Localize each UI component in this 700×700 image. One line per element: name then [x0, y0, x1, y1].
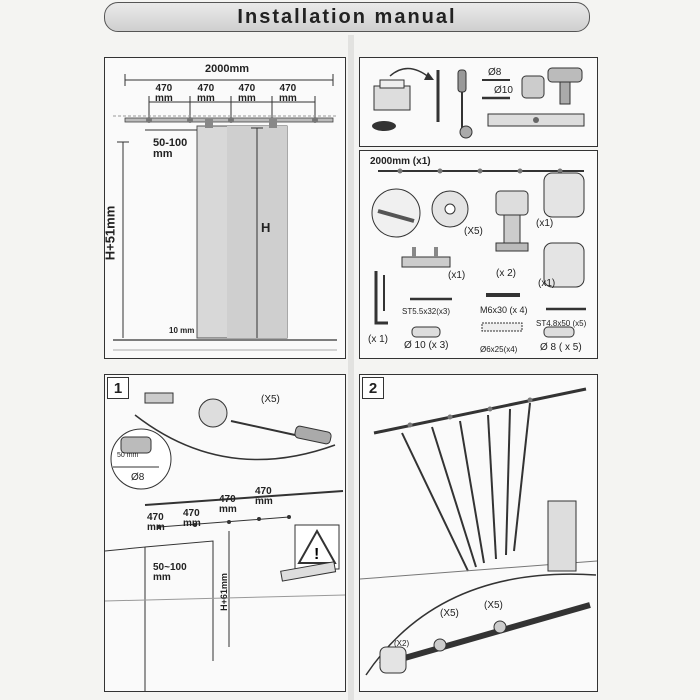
manual-title: Installation manual — [237, 5, 457, 28]
drill-bit-10-label: Ø10 — [494, 85, 513, 96]
panel-dimensions: 2000mm 470 mm 470 mm 470 mm 470 mm 50-10… — [102, 57, 346, 359]
step1-segment-4: 470 mm — [255, 486, 273, 507]
step1-segment-2: 470 mm — [183, 508, 201, 529]
step2-diagram — [360, 387, 597, 676]
floor-gap-label: 10 mm — [169, 326, 195, 335]
step-number-2: 2 — [362, 377, 384, 399]
step1-height: H+61mm — [218, 573, 229, 611]
parts-qty-hanger: (x 2) — [496, 268, 516, 279]
dimension-diagram — [113, 74, 337, 351]
step1-gap: 50~100 mm — [153, 562, 187, 583]
parts-washer-10: Ø 10 (x 3) — [404, 340, 449, 351]
screwdriver-icon — [457, 69, 467, 128]
panel-step-2: 2 (X5) (X5) (X2) — [359, 374, 598, 692]
parts-screw-m6: M6x30 (x 4) — [480, 305, 528, 315]
parts-qty-stopper-bottom: (x1) — [538, 278, 556, 289]
parts-rail-label: 2000mm (x1) — [370, 156, 431, 167]
height-door-label: H — [261, 220, 271, 235]
svg-text:!: ! — [314, 546, 319, 563]
total-width-label: 2000mm — [205, 63, 250, 75]
parts-qty-stopper-top: (x1) — [536, 218, 554, 229]
step-number-1: 1 — [107, 377, 129, 399]
parts-qty-disc: (X5) — [464, 226, 483, 237]
segment-label-1: 470 mm — [155, 83, 173, 104]
tools-diagram — [372, 67, 585, 139]
parts-qty-allen: (x 1) — [368, 334, 388, 345]
parts-screw-st55: ST5.5x32(x3) — [402, 307, 451, 316]
segment-label-3: 470 mm — [238, 83, 256, 104]
manual-title-banner: Installation manual — [104, 2, 590, 32]
warning-icon: ! — [294, 524, 340, 570]
step1-qty: (X5) — [261, 394, 280, 405]
parts-screw-st48: ST4.8x50 (x5) — [536, 319, 587, 328]
panel-parts: 2000mm (x1) (X5) (x1) (x1) (x 2) (x1) (x… — [359, 150, 598, 359]
toolbox-icon — [373, 79, 411, 111]
step2-qty-c: (X2) — [394, 639, 410, 648]
step2-qty-a: (X5) — [440, 608, 459, 619]
step1-drill-depth: 50 mm — [117, 452, 139, 459]
step1-segment-3: 470 mm — [219, 494, 237, 515]
step2-qty-b: (X5) — [484, 600, 503, 611]
parts-washer-8: Ø 8 ( x 5) — [540, 342, 582, 353]
page-gutter — [348, 35, 354, 700]
panel-step-1: ! 1 (X5) 50 mm Ø8 470 mm 470 mm 470 mm 4… — [104, 374, 346, 692]
segment-label-2: 470 mm — [197, 83, 215, 104]
parts-plug-6: Ø6x25(x4) — [480, 345, 518, 354]
height-total-label: H+51mm — [102, 205, 118, 261]
gap-label: 50-100 mm — [153, 137, 188, 160]
drill-bit-8-label: Ø8 — [488, 67, 502, 78]
step1-drill-bit: Ø8 — [131, 472, 145, 483]
panel-tools: Ø8 Ø10 — [359, 57, 598, 147]
segment-label-4: 470 mm — [279, 83, 297, 104]
parts-qty-guide: (x1) — [448, 270, 466, 281]
step1-segment-1: 470 mm — [147, 512, 165, 533]
parts-diagram — [371, 168, 586, 338]
step1-diagram: ! — [105, 392, 345, 691]
drill-icon — [547, 67, 583, 105]
